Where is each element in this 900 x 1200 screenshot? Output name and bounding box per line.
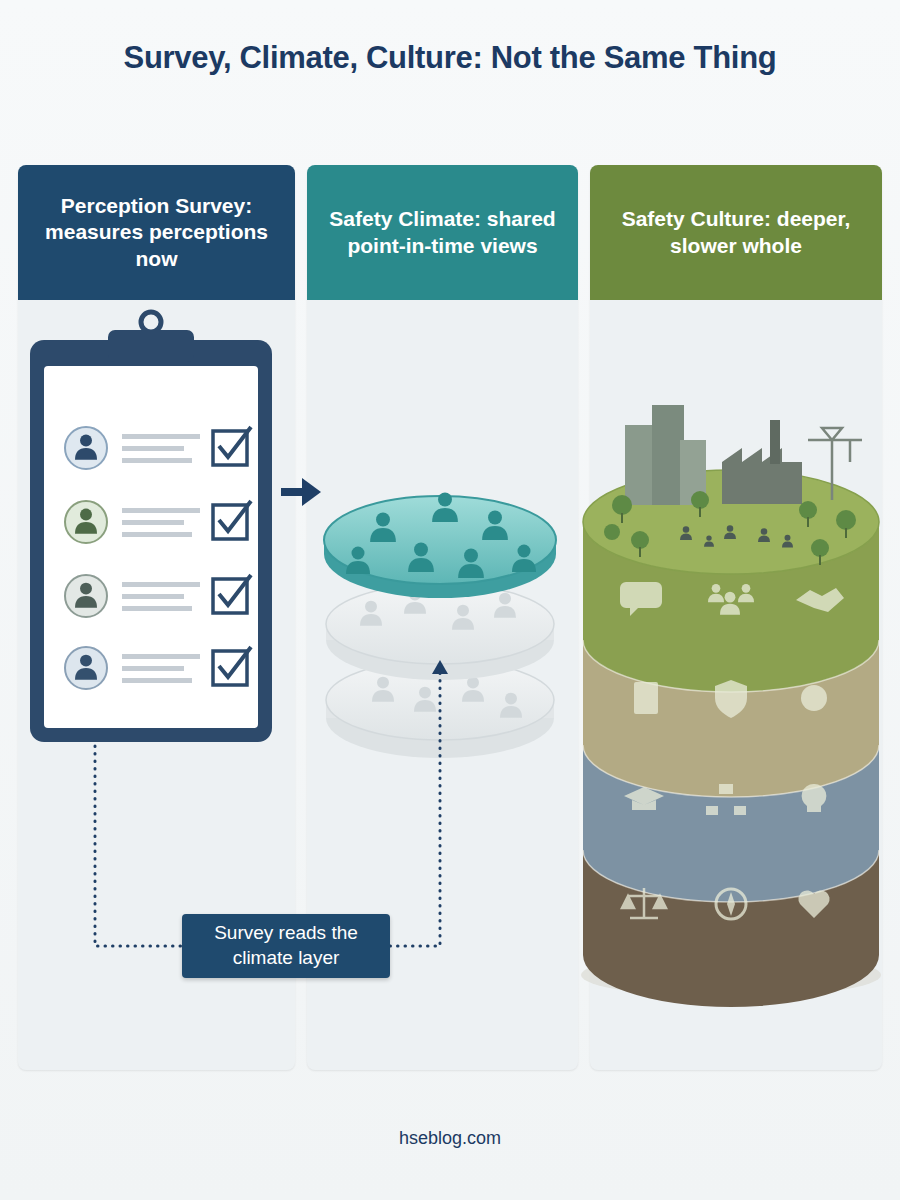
column-heading: Safety Culture: deeper, slower whole xyxy=(608,206,864,259)
header-band: Safety Culture: deeper, slower whole xyxy=(590,165,882,300)
diagram-title: Survey, Climate, Culture: Not the Same T… xyxy=(0,40,900,76)
header-band: Safety Climate: shared point-in-time vie… xyxy=(307,165,578,300)
column-heading: Perception Survey: measures perceptions … xyxy=(36,193,277,272)
column-panel: Safety Culture: deeper, slower whole xyxy=(590,165,882,1070)
callout-box: Survey reads the climate layer xyxy=(182,914,390,978)
header-band: Perception Survey: measures perceptions … xyxy=(18,165,295,300)
site-watermark: hseblog.com xyxy=(0,1128,900,1149)
column-heading: Safety Climate: shared point-in-time vie… xyxy=(325,206,560,259)
callout-text: Survey reads the climate layer xyxy=(194,921,378,970)
